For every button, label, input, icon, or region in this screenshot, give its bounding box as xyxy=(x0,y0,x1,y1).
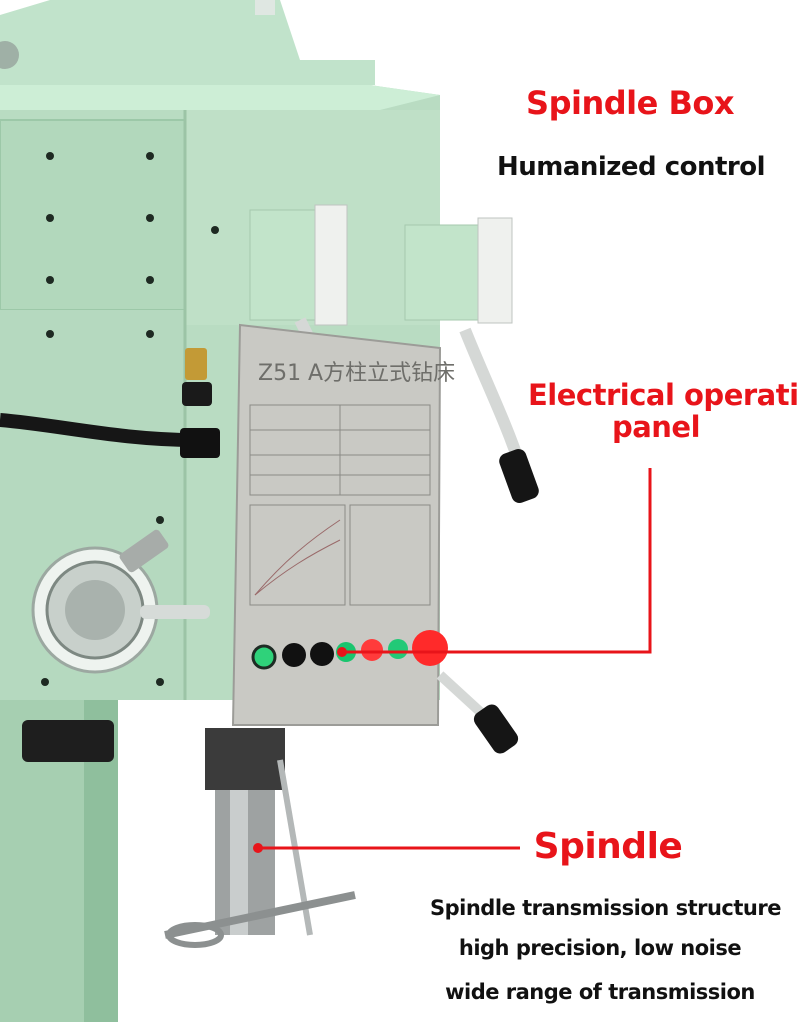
bottom-collar xyxy=(22,720,114,762)
spindle-box-title: Spindle Box xyxy=(526,84,734,122)
emergency-stop-button xyxy=(412,630,448,666)
spindle-assembly xyxy=(164,728,356,948)
spindle-title: Spindle xyxy=(533,826,683,867)
electrical-panel-title-line2: panel xyxy=(611,410,701,444)
indicator-light-green xyxy=(251,644,277,670)
top-housing xyxy=(0,0,375,90)
callout-line-spindle xyxy=(253,843,520,853)
cable-conduit xyxy=(0,413,196,447)
callout-line-panel xyxy=(337,468,652,657)
spindle-feature-2: high precision, low noise xyxy=(458,936,742,960)
spindle-feature-3: wide range of transmission xyxy=(445,980,755,1004)
handwheel-hub xyxy=(31,529,210,674)
spindle-feature-1: Spindle transmission structure xyxy=(430,896,781,920)
plate-model-text: Z51 A方柱立式钻床 xyxy=(258,361,455,386)
electrical-panel-title-line1: Electrical operating xyxy=(528,378,800,412)
oil-cup xyxy=(185,348,207,380)
speed-lever-right xyxy=(404,217,539,503)
spindle-box-subtitle: Humanized control xyxy=(496,152,766,182)
